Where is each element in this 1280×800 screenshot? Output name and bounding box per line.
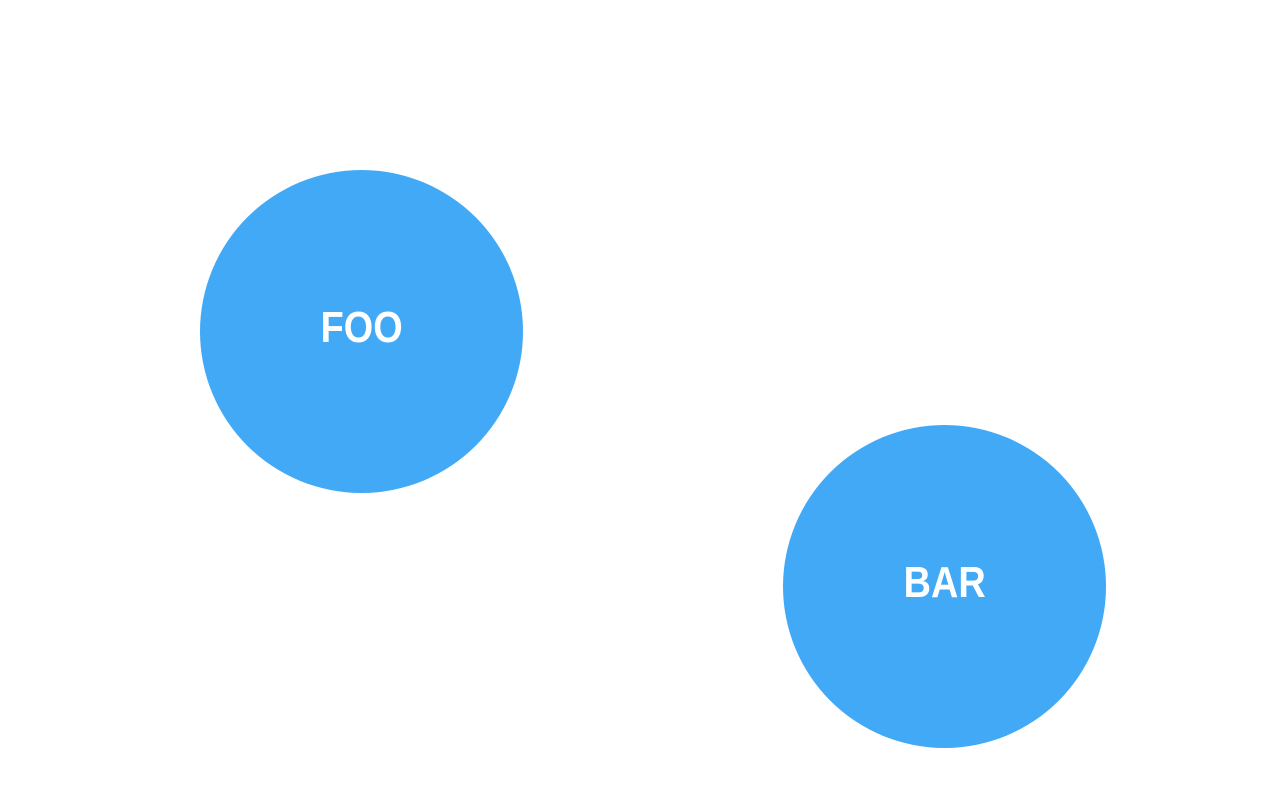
circle-foo-label: FOO (320, 302, 403, 352)
circle-foo[interactable]: FOO (200, 170, 523, 493)
circle-bar-label: BAR (903, 557, 986, 607)
circle-bar[interactable]: BAR (783, 425, 1106, 748)
